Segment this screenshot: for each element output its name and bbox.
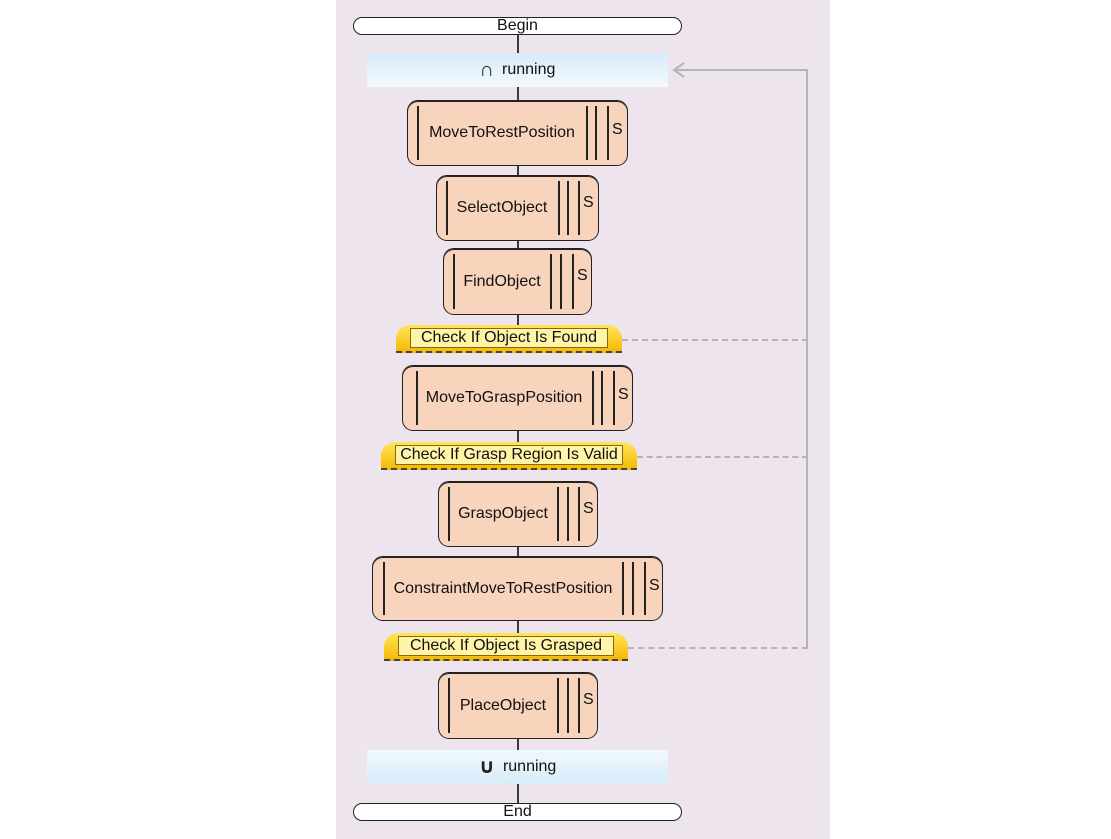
task-move-to-grasp-position[interactable]: MoveToGraspPosition S — [402, 365, 633, 431]
flow-connector — [517, 315, 519, 325]
task-suffix: S — [583, 194, 594, 211]
task-suffix: S — [618, 386, 629, 403]
flow-connector — [517, 546, 519, 557]
flow-connector — [517, 738, 519, 751]
task-label: SelectObject — [456, 199, 548, 216]
flow-connector — [517, 784, 519, 803]
task-suffix: S — [583, 691, 594, 708]
task-suffix: S — [649, 577, 660, 594]
return-path-object-grasped — [628, 647, 808, 649]
end-label: End — [503, 803, 532, 820]
task-label: ConstraintMoveToRestPosition — [393, 579, 613, 597]
condition-label: Check If Grasp Region Is Valid — [395, 445, 623, 465]
loop-end-arc-icon: ∪ — [478, 756, 495, 778]
condition-label: Check If Object Is Grasped — [398, 636, 614, 656]
task-constraint-move-to-rest-position[interactable]: ConstraintMoveToRestPosition S — [372, 556, 663, 621]
condition-object-grasped[interactable]: Check If Object Is Grasped — [384, 633, 628, 661]
return-arrow — [672, 62, 808, 78]
task-label: FindObject — [463, 272, 541, 290]
begin-label: Begin — [497, 17, 538, 34]
task-suffix: S — [612, 121, 623, 138]
loop-start-arc-icon: ∩ — [479, 59, 495, 81]
condition-grasp-region-valid[interactable]: Check If Grasp Region Is Valid — [381, 442, 637, 470]
task-label: MoveToGraspPosition — [425, 389, 583, 406]
task-label: GraspObject — [458, 505, 548, 522]
task-find-object[interactable]: FindObject S — [443, 248, 592, 315]
flow-connector — [517, 240, 519, 249]
flow-connector — [517, 35, 519, 55]
end-node[interactable]: End — [353, 803, 682, 821]
loop-start-band[interactable]: ∩ running — [367, 53, 668, 87]
task-label: PlaceObject — [459, 696, 547, 714]
task-place-object[interactable]: PlaceObject S — [438, 672, 598, 739]
loop-end-band[interactable]: ∪ running — [367, 750, 668, 784]
task-label: MoveToRestPosition — [429, 124, 575, 141]
condition-label: Check If Object Is Found — [410, 328, 608, 348]
task-move-to-rest-position[interactable]: MoveToRestPosition S — [407, 100, 628, 166]
flow-connector — [517, 87, 519, 101]
flow-connector — [517, 430, 519, 442]
return-path-object-found — [622, 339, 808, 341]
loop-start-label: running — [502, 61, 556, 78]
flow-connector — [517, 166, 519, 176]
begin-node[interactable]: Begin — [353, 17, 682, 35]
task-grasp-object[interactable]: GraspObject S — [438, 481, 598, 547]
return-path-vertical — [806, 69, 808, 649]
task-suffix: S — [577, 267, 588, 284]
condition-object-found[interactable]: Check If Object Is Found — [396, 325, 622, 353]
task-suffix: S — [583, 500, 594, 517]
flow-connector — [517, 620, 519, 633]
return-path-grasp-region — [637, 456, 808, 458]
loop-end-label: running — [502, 758, 557, 775]
task-select-object[interactable]: SelectObject S — [436, 175, 599, 241]
